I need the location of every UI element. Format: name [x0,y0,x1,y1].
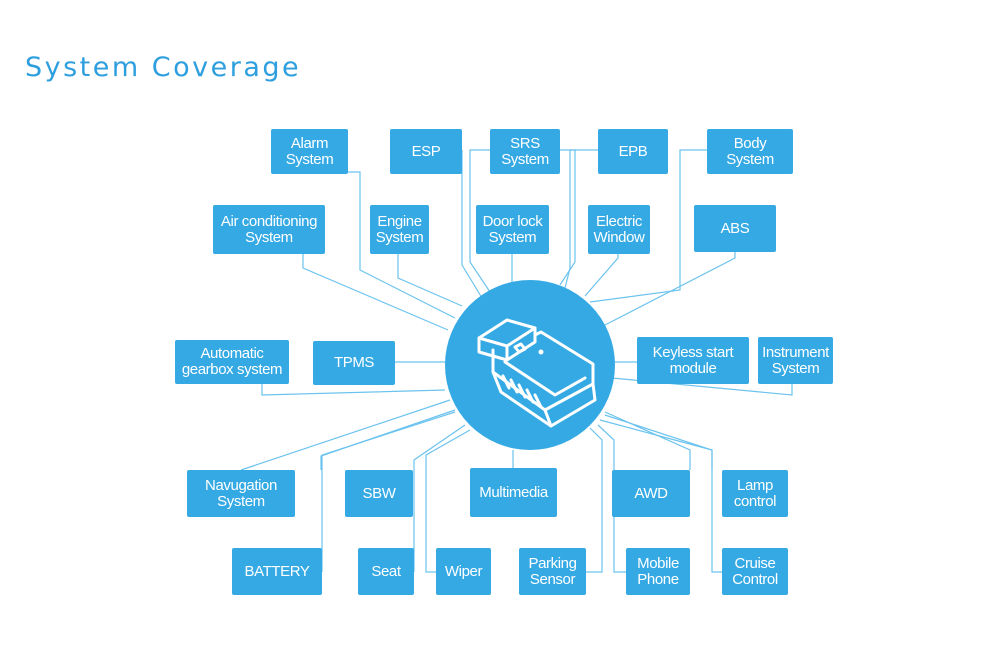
connector-seat [413,424,466,572]
obd2-scanner-icon [477,318,597,428]
connector-abs [604,252,736,326]
connector-nav [240,399,451,471]
connector-engine [397,253,463,307]
node-tpms: TPMS [313,341,395,385]
node-door-lock: Door lock System [476,205,549,254]
node-wiper: Wiper [436,548,491,595]
node-body-system: Body System [707,129,793,174]
connector-cruise [604,414,722,573]
node-alarm-system: Alarm System [271,129,348,174]
node-electric-window: Electric Window [588,205,650,254]
node-multimedia: Multimedia [470,468,557,517]
node-instrument-system: Instrument System [758,337,833,384]
connector-epb [564,149,598,289]
node-epb: EPB [598,129,668,174]
node-abs: ABS [694,205,776,252]
node-seat: Seat [358,548,414,595]
node-sbw: SBW [345,470,413,517]
obd2-scanner-hub [445,280,615,450]
node-lamp-control: Lamp control [722,470,788,517]
node-keyless-start: Keyless start module [637,337,749,384]
connector-aircon [302,254,449,331]
connector-srs [469,149,491,293]
node-automatic-gearbox: Automatic gearbox system [175,340,289,384]
connector-gearbox [261,380,446,396]
connector-esp [461,150,483,299]
connector-srs-right [559,149,576,286]
connector-window [584,254,619,297]
node-battery: BATTERY [232,548,322,595]
node-air-conditioning: Air conditioning System [213,205,325,254]
connector-body [589,149,707,303]
node-mobile-phone: Mobile Phone [626,548,690,595]
connector-parking [586,427,603,573]
node-parking-sensor: Parking Sensor [519,548,586,595]
node-esp: ESP [390,129,462,174]
node-navigation-system: Navugation System [187,470,295,517]
page-title: System Coverage [25,52,302,83]
connector-wiper [425,429,471,573]
connector-sbw [320,409,456,470]
node-awd: AWD [612,470,690,517]
connector-battery [321,411,456,572]
node-engine-system: Engine System [370,205,429,254]
node-srs-system: SRS System [490,129,560,174]
node-cruise-control: Cruise Control [722,548,788,595]
